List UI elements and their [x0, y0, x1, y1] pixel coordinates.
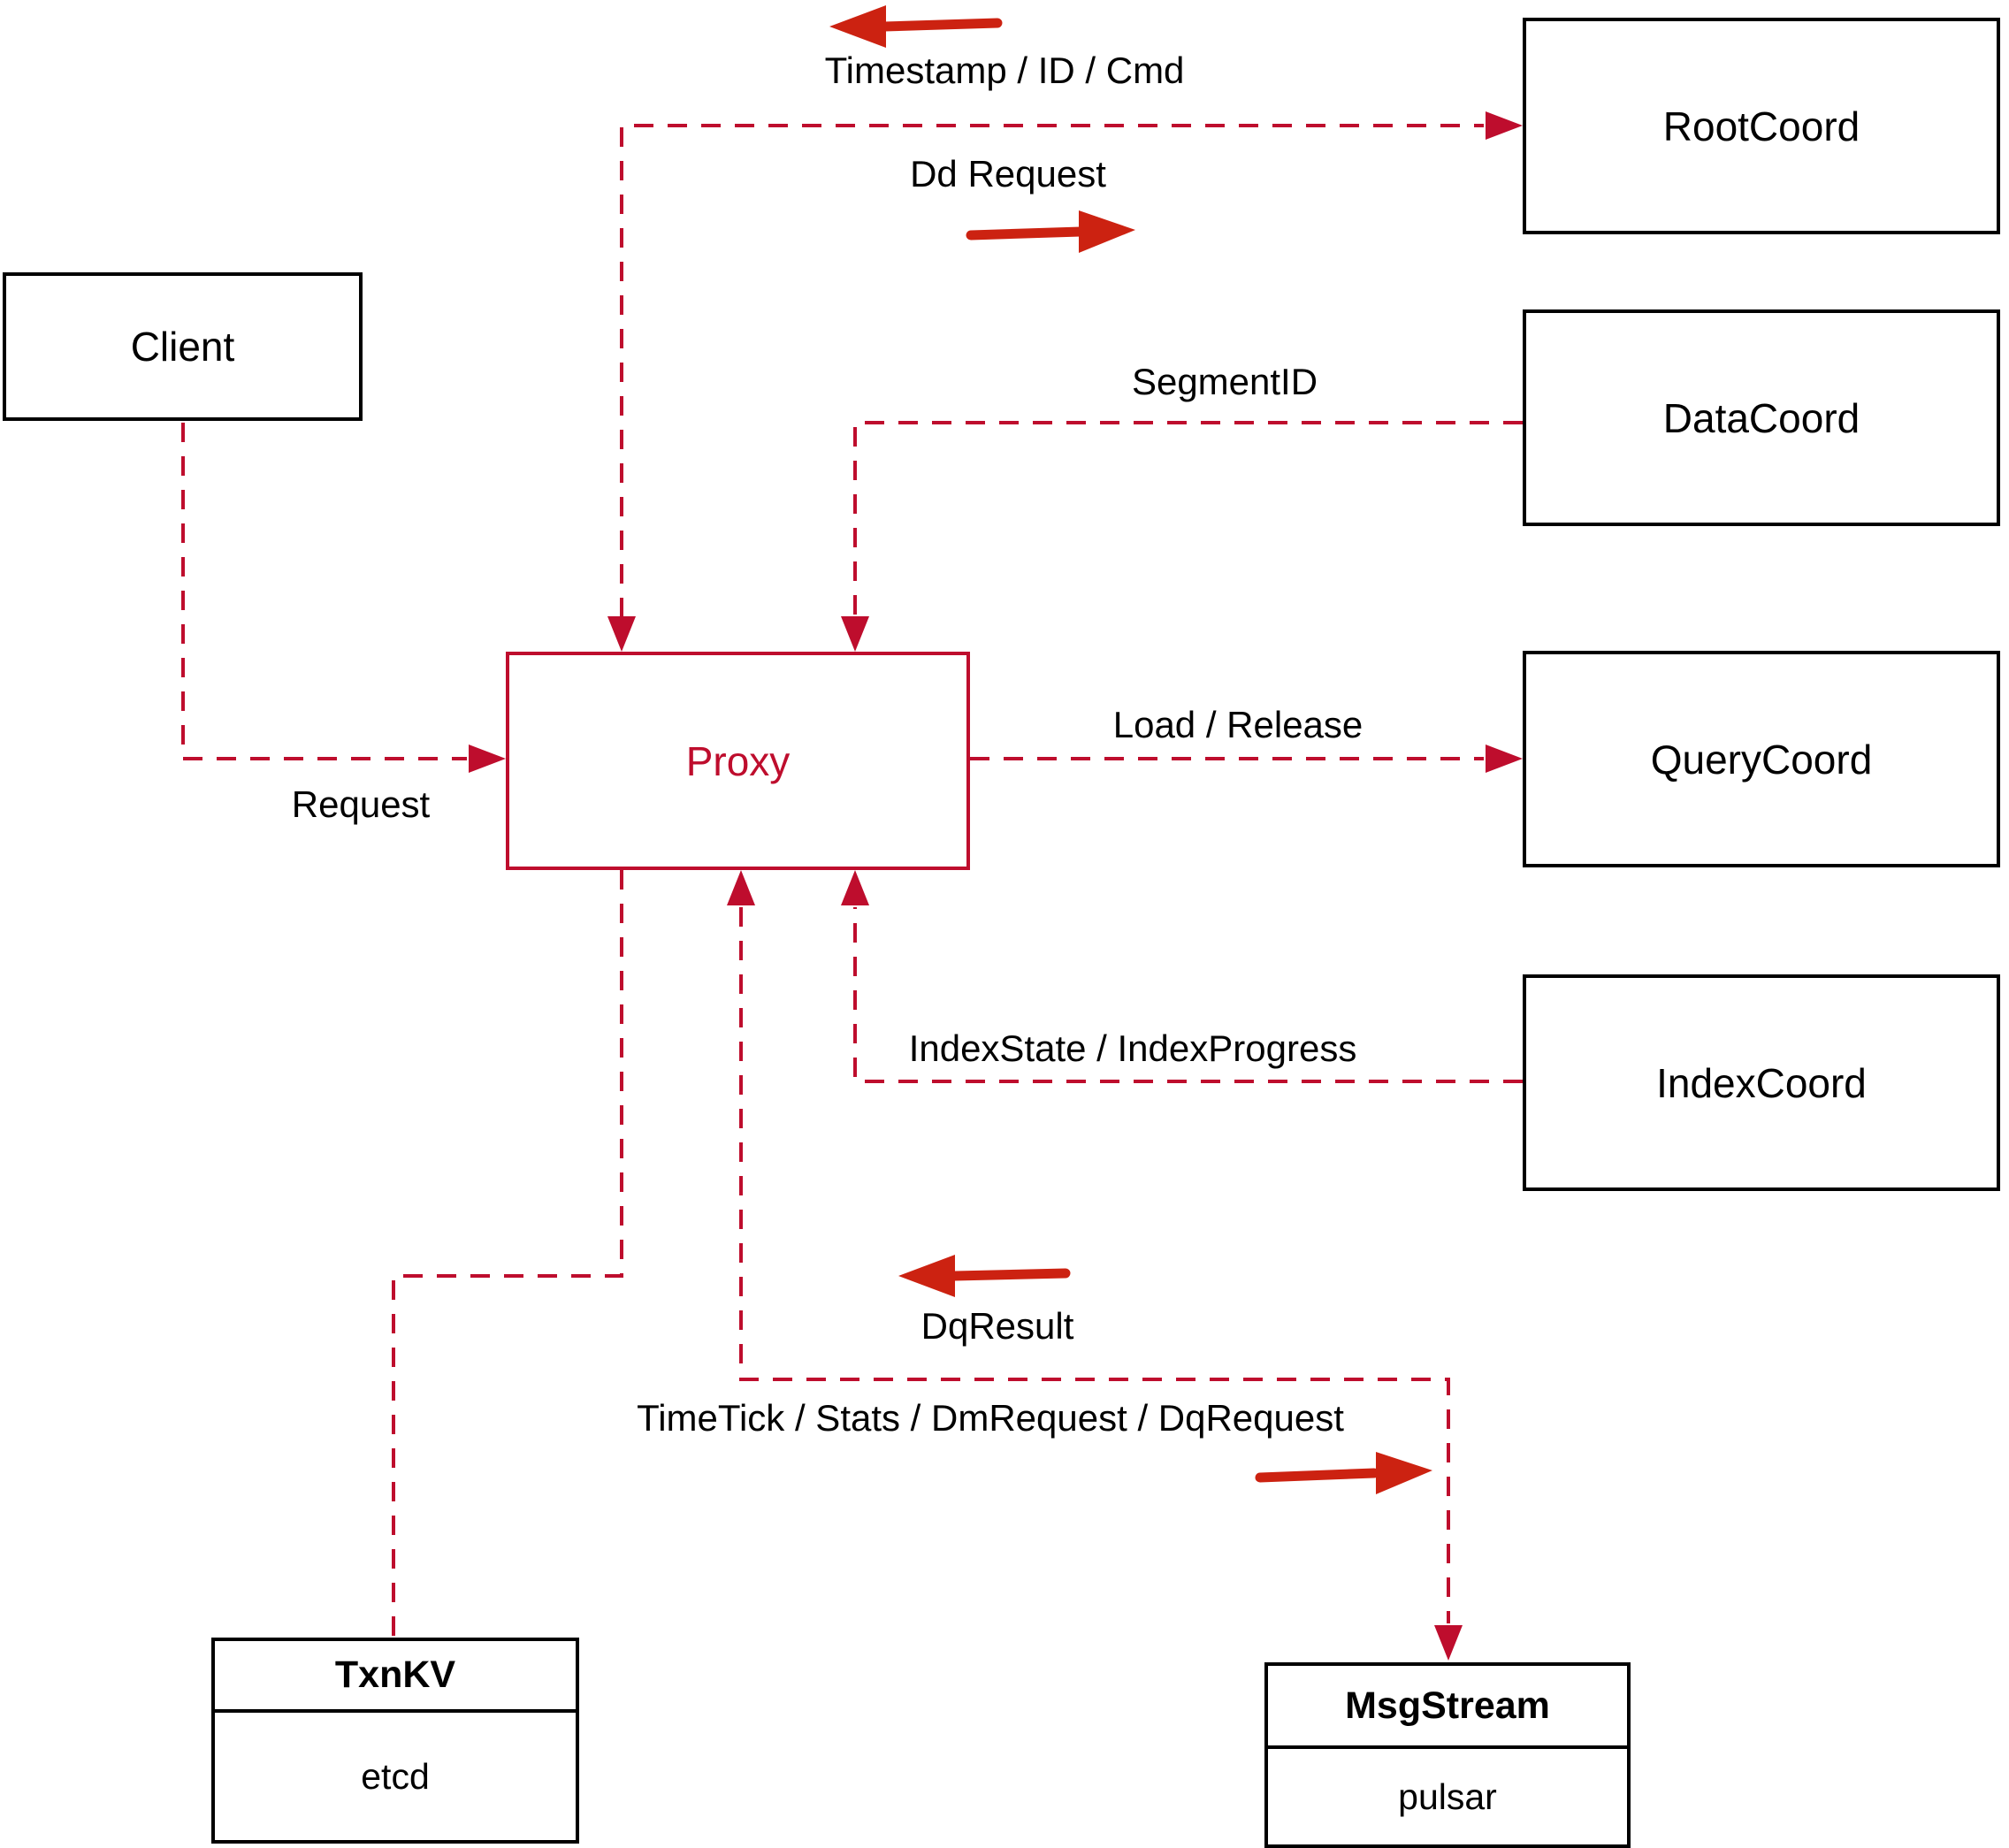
direction-arrow-dqresult-left-icon: [898, 1255, 1071, 1297]
node-proxy: Proxy: [506, 652, 970, 870]
node-msgstream-impl: pulsar: [1398, 1775, 1497, 1817]
edge-label-request: Request: [291, 783, 431, 825]
node-client: Client: [3, 272, 363, 421]
edge-label-indexstate-indexprogress: IndexState / IndexProgress: [908, 1027, 1357, 1069]
direction-arrow-ddrequest-right-icon: [966, 210, 1135, 253]
node-querycoord: QueryCoord: [1523, 651, 2000, 867]
connector-proxy-txnkv: [392, 870, 623, 1636]
connector-datacoord-proxy: [853, 421, 1523, 617]
node-rootcoord: RootCoord: [1523, 18, 2000, 234]
node-client-label: Client: [130, 324, 235, 370]
connector-proxy-msgstream: [739, 907, 1450, 1623]
node-txnkv-title: TxnKV: [215, 1641, 576, 1713]
edge-label-timestamp-id-cmd: Timestamp / ID / Cmd: [824, 50, 1185, 91]
node-datacoord: DataCoord: [1523, 309, 2000, 526]
direction-arrow-timetick-right-icon: [1255, 1452, 1432, 1494]
arrowhead-into-proxy-top-right-icon: [841, 616, 869, 652]
node-indexcoord: IndexCoord: [1523, 974, 2000, 1191]
connector-client-proxy: [181, 423, 467, 760]
connector-proxy-rootcoord: [620, 124, 1484, 617]
arrowhead-into-proxy-bottom-right-icon: [841, 870, 869, 905]
node-txnkv-impl: etcd: [361, 1755, 430, 1797]
edge-label-load-release: Load / Release: [1112, 704, 1364, 745]
node-txnkv: TxnKV etcd: [211, 1638, 579, 1844]
arrowhead-into-rootcoord-icon: [1486, 111, 1523, 140]
arrowhead-into-msgstream-icon: [1434, 1625, 1463, 1661]
node-proxy-label: Proxy: [685, 737, 791, 784]
node-indexcoord-label: IndexCoord: [1656, 1059, 1867, 1106]
node-querycoord-label: QueryCoord: [1650, 736, 1873, 783]
node-datacoord-label: DataCoord: [1662, 394, 1860, 441]
direction-arrow-timestamp-left-icon: [829, 5, 1003, 48]
edge-label-timetick-stats-dmrequest-dqrequest: TimeTick / Stats / DmRequest / DqRequest: [637, 1397, 1344, 1439]
edge-label-dqresult: DqResult: [920, 1305, 1074, 1347]
arrowhead-into-proxy-top-left-icon: [607, 616, 636, 652]
arrowhead-into-proxy-bottom-mid-icon: [727, 870, 755, 905]
connector-indexcoord-proxy: [853, 907, 1523, 1083]
node-rootcoord-label: RootCoord: [1662, 103, 1860, 149]
node-msgstream: MsgStream pulsar: [1264, 1662, 1631, 1848]
node-msgstream-title: MsgStream: [1268, 1666, 1627, 1749]
edge-label-segmentid: SegmentID: [1131, 361, 1318, 402]
edge-label-dd-request: Dd Request: [910, 153, 1106, 195]
arrowhead-into-proxy-left-icon: [469, 745, 506, 773]
arrowhead-into-querycoord-icon: [1486, 745, 1523, 773]
